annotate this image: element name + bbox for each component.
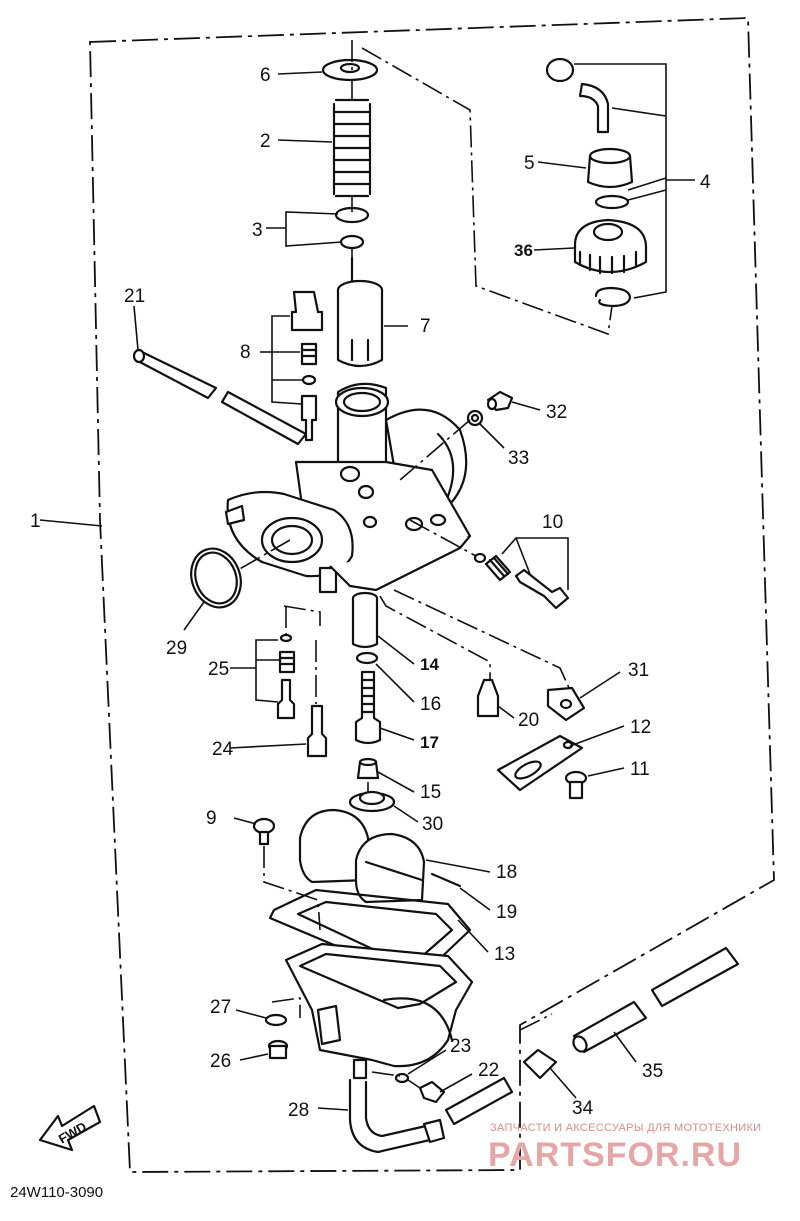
cap-washer [594, 194, 630, 210]
callout-21: 21 [124, 286, 145, 307]
part-32-fitting [486, 390, 514, 412]
part-15-main-jet [356, 757, 380, 780]
part-16-o-ring [355, 651, 379, 665]
part-12-plate [496, 734, 584, 792]
callout-5: 5 [524, 153, 535, 174]
callout-24: 24 [212, 739, 234, 760]
callout-10: 10 [542, 512, 563, 533]
part-10-throttle-stop-screw-set [473, 537, 570, 610]
callout-20: 20 [518, 710, 539, 731]
float-bowl [284, 942, 474, 1080]
part-29-o-ring [190, 547, 242, 609]
callout-4: 4 [700, 172, 711, 193]
part-26-drain-screw [267, 1039, 289, 1060]
callout-6: 6 [260, 65, 271, 86]
part-9-screw [252, 817, 276, 846]
callout-18: 18 [496, 862, 517, 883]
watermark-brand: PARTSFOR.RU [488, 1136, 743, 1174]
part-4-group-bracket [574, 63, 695, 299]
part-14-needle-jet [351, 591, 379, 649]
part-20-float-needle [476, 678, 500, 718]
callout-8: 8 [240, 342, 251, 363]
callout-7: 7 [420, 316, 431, 337]
part-35-hose [572, 946, 740, 1054]
part-18-float [298, 808, 426, 904]
assembly-lines [237, 40, 613, 1089]
part-27-o-ring [264, 1013, 288, 1027]
part-8-pilot-screw-set [271, 290, 324, 442]
callout-1: 1 [30, 511, 41, 532]
leader-lines [39, 71, 637, 1111]
diagram-code: 24W110-3090 [10, 1184, 104, 1201]
part-22-drain-fitting [418, 1080, 446, 1104]
callout-30: 30 [422, 814, 443, 835]
part-2-spring [332, 98, 372, 198]
callout-16: 16 [420, 694, 441, 715]
part-4-cap-hardware [545, 57, 610, 134]
part-33-washer [466, 409, 484, 427]
callout-33: 33 [508, 448, 529, 469]
drain-tube [444, 1076, 514, 1126]
part-31-retainer [546, 686, 586, 722]
assembly-frame [89, 17, 775, 1173]
part-3-needle-clip-set [334, 206, 370, 250]
part-34-fitting [522, 1048, 558, 1080]
callout-34: 34 [572, 1098, 594, 1119]
callout-25: 25 [208, 659, 229, 680]
callout-13: 13 [494, 944, 515, 965]
part-7-throttle-valve [336, 279, 384, 368]
watermark-tagline: ЗАПЧАСТИ И АКСЕССУАРЫ ДЛЯ МОТОТЕХНИКИ [490, 1122, 762, 1134]
callout-11: 11 [630, 759, 650, 780]
part-23-o-ring [394, 1072, 410, 1084]
callout-29: 29 [166, 638, 187, 659]
part-6-washer [321, 58, 379, 82]
callout-28: 28 [288, 1100, 309, 1121]
callouts: 1 2 3 4 5 6 7 8 9 10 11 12 13 14 15 16 1… [30, 65, 711, 1121]
part-24-starter-jet [306, 704, 328, 758]
callout-12: 12 [630, 717, 651, 738]
callout-36: 36 [514, 241, 533, 260]
part-36-mixing-chamber-cap [573, 218, 648, 275]
part-19-float-pin [430, 872, 462, 888]
part-30-washer [348, 790, 396, 813]
callout-19: 19 [496, 902, 517, 923]
fwd-arrow-icon [38, 1104, 102, 1152]
part-5-cap-top [586, 147, 634, 189]
callout-23: 23 [450, 1036, 471, 1057]
callout-35: 35 [642, 1061, 663, 1082]
callout-3: 3 [252, 220, 263, 241]
part-11-screw [564, 770, 588, 800]
part-17-jet-holder [354, 670, 382, 745]
callout-2: 2 [260, 131, 271, 152]
callout-26: 26 [210, 1051, 231, 1072]
part-21-hose [132, 348, 308, 446]
callout-17: 17 [420, 733, 439, 752]
callout-14: 14 [420, 655, 439, 674]
callout-22: 22 [478, 1060, 499, 1081]
callout-32: 32 [546, 402, 567, 423]
callout-15: 15 [420, 782, 441, 803]
callout-9: 9 [206, 808, 217, 829]
cap-circlip [594, 286, 632, 308]
part-28-drain-hose [348, 1078, 446, 1154]
callout-31: 31 [628, 660, 649, 681]
part-1-carburetor-body [224, 382, 472, 594]
callout-27: 27 [210, 997, 231, 1018]
part-25-pilot-jet-set [255, 633, 296, 720]
